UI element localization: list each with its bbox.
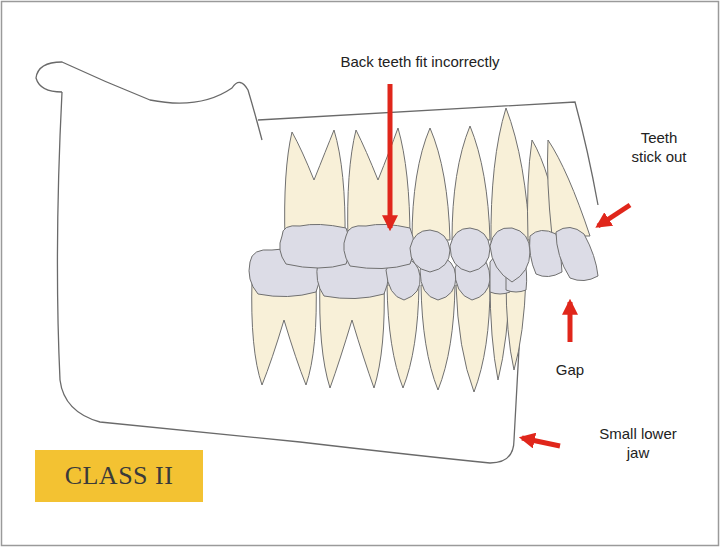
callout-arrows (390, 84, 630, 446)
label-box: CLASS II (35, 450, 203, 502)
upper-teeth (280, 108, 598, 282)
callout-label: Teeth stick out (628, 128, 690, 166)
lower-teeth (249, 249, 527, 392)
box-title: CLASS II (65, 461, 174, 491)
callout-label: Back teeth fit incorrectly (300, 52, 540, 71)
callout-label: Gap (548, 360, 592, 379)
mandible-outline (36, 62, 520, 463)
callout-label: Small lower jaw (588, 424, 688, 462)
